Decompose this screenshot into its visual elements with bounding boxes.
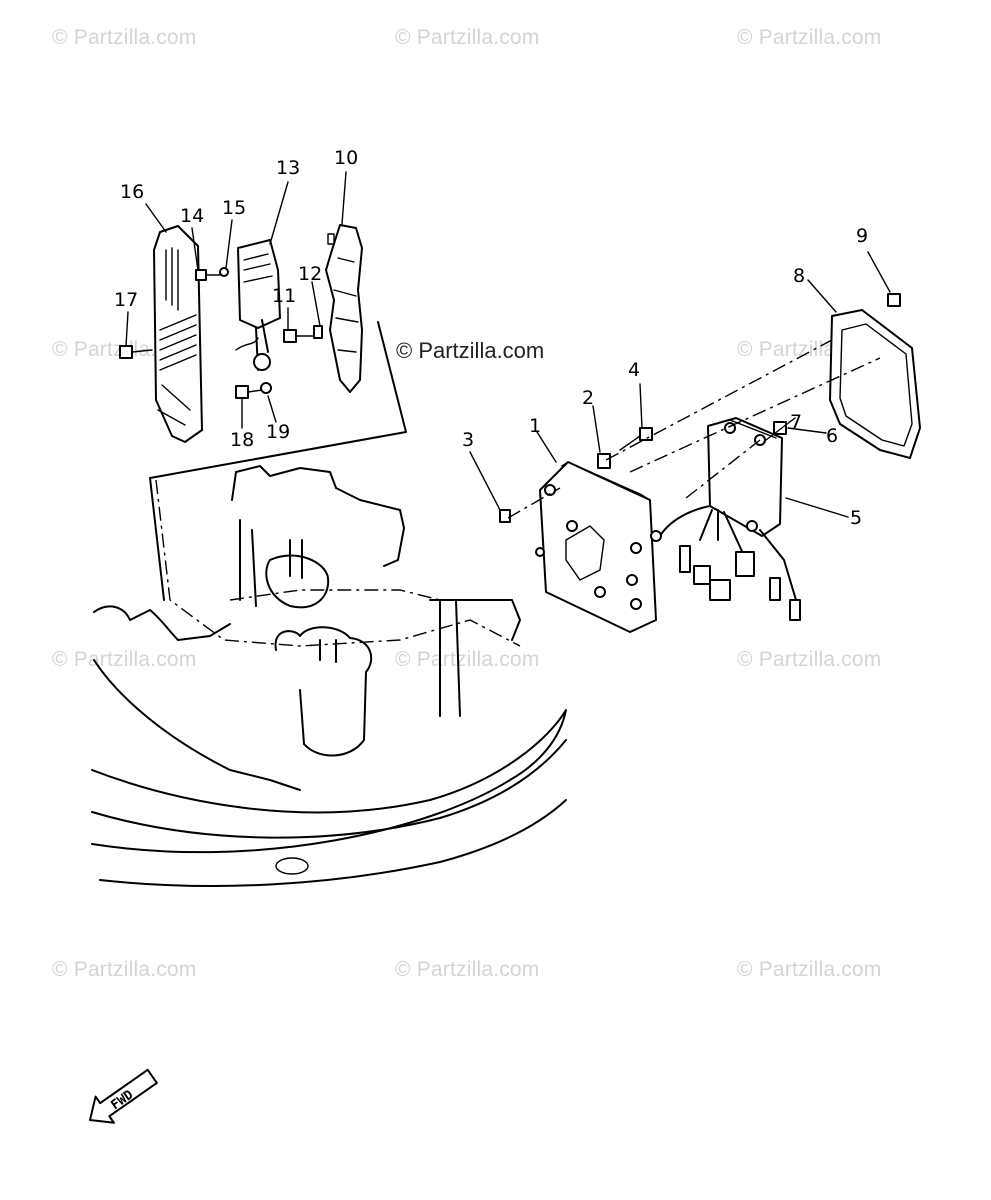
fwd-arrow-icon: FWD: [89, 1068, 158, 1124]
watermark: © Partzilla.com: [737, 648, 882, 671]
callout-7: 7: [790, 411, 802, 433]
watermark: © Partzilla.com: [395, 26, 540, 49]
bolts-11-12-14-15-17-18-19: [119, 267, 323, 399]
bracket-plate-part-1: [535, 461, 657, 633]
callout-18: 18: [230, 429, 254, 451]
watermark: © Partzilla.com: [52, 958, 197, 981]
callout-5: 5: [850, 507, 862, 529]
callout-17: 17: [114, 289, 138, 311]
watermark: © Partzilla.com: [737, 958, 882, 981]
callout-16: 16: [120, 181, 144, 203]
callout-13: 13: [276, 157, 300, 179]
bolt-part-2-3-4: [499, 427, 653, 523]
watermark: © Partzilla.com: [395, 958, 540, 981]
cover-part-8: [829, 309, 921, 459]
callout-2: 2: [582, 387, 594, 409]
callout-6: 6: [826, 425, 838, 447]
ignition-unit-part-5: [650, 417, 801, 621]
bracket-part-10: [325, 224, 363, 393]
callout-4: 4: [628, 359, 640, 381]
callout-labels: 1 2 3 4 5 6 7 8 9 10 11 12 13 14 15 16 1…: [114, 147, 868, 529]
callout-19: 19: [266, 421, 290, 443]
callout-12: 12: [298, 263, 322, 285]
callout-14: 14: [180, 205, 204, 227]
cover-part-16: [153, 225, 203, 443]
engine-housing: [91, 465, 567, 887]
watermark: © Partzilla.com: [52, 648, 197, 671]
callout-9: 9: [856, 225, 868, 247]
callout-3: 3: [462, 429, 474, 451]
center-watermark: © Partzilla.com: [396, 338, 545, 363]
watermark: © Partzilla.com: [395, 648, 540, 671]
unit-part-13: [235, 239, 281, 371]
watermark: © Partzilla.com: [737, 26, 882, 49]
callout-8: 8: [793, 265, 805, 287]
watermark: © Partzilla.com: [52, 26, 197, 49]
callout-10: 10: [334, 147, 358, 169]
callout-15: 15: [222, 197, 246, 219]
callout-11: 11: [272, 285, 296, 307]
callout-1: 1: [529, 415, 541, 437]
